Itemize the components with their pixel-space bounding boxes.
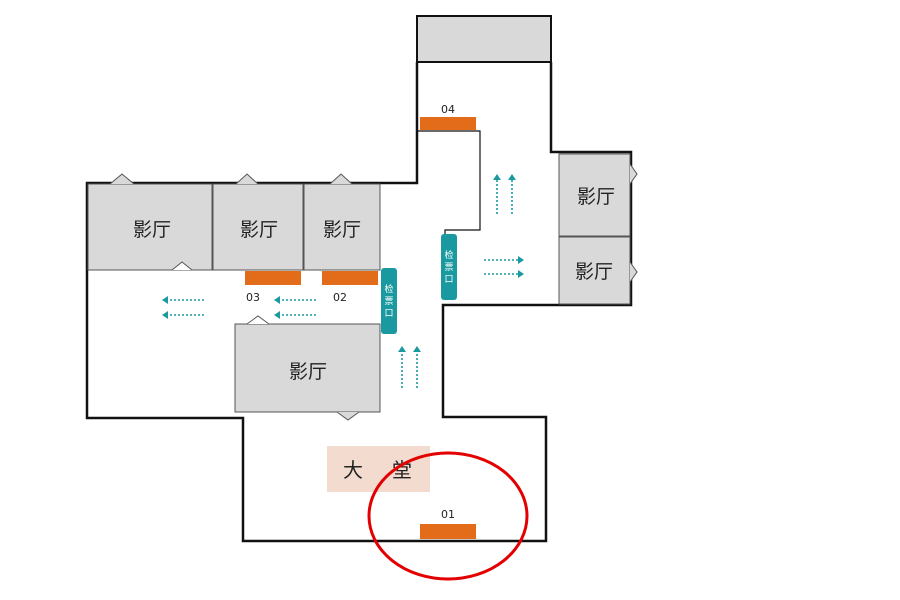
direction-arrows (166, 178, 520, 388)
hall-2: 影厅 (212, 173, 304, 271)
hall-3-label: 影厅 (323, 219, 361, 241)
hall-5: 影厅 (558, 153, 638, 237)
inner-partition (418, 130, 481, 238)
arrow-heads (162, 174, 524, 352)
hall-6: 影厅 (558, 236, 638, 305)
hall-2-label: 影厅 (240, 219, 278, 241)
gate-2-char-2: 票 (444, 262, 453, 273)
lobby-char-2: 堂 (392, 458, 412, 482)
exit-04-label: 04 (441, 103, 455, 116)
gate-1-char-2: 票 (384, 296, 393, 307)
gate-1-char-1: 检 (384, 283, 393, 295)
lobby-char-1: 大 (343, 458, 363, 482)
hall-4-label: 影厅 (289, 361, 327, 383)
hall-3: 影厅 (303, 173, 381, 271)
hall-4: 影厅 (234, 315, 381, 421)
gate-1-char-3: 口 (384, 309, 393, 319)
hall-1: 影厅 (87, 173, 213, 271)
ticket-gate-1: 检 票 口 (381, 268, 397, 334)
exit-01: 01 (420, 508, 476, 539)
exit-02: 02 (322, 271, 378, 304)
exit-03: 03 (245, 271, 301, 304)
hall-1-label: 影厅 (133, 219, 171, 241)
gate-2-char-1: 检 (444, 249, 453, 261)
gate-2-char-3: 口 (444, 275, 453, 285)
exit-01-label: 01 (441, 508, 455, 521)
hall-5-label: 影厅 (577, 186, 615, 208)
exit-03-label: 03 (246, 291, 260, 304)
exit-04: 04 (420, 103, 476, 130)
top-service-block (416, 15, 552, 63)
ticket-gate-2: 检 票 口 (441, 234, 457, 300)
exit-02-label: 02 (333, 291, 347, 304)
hall-6-label: 影厅 (575, 261, 613, 283)
highlight-ellipse (367, 451, 529, 581)
